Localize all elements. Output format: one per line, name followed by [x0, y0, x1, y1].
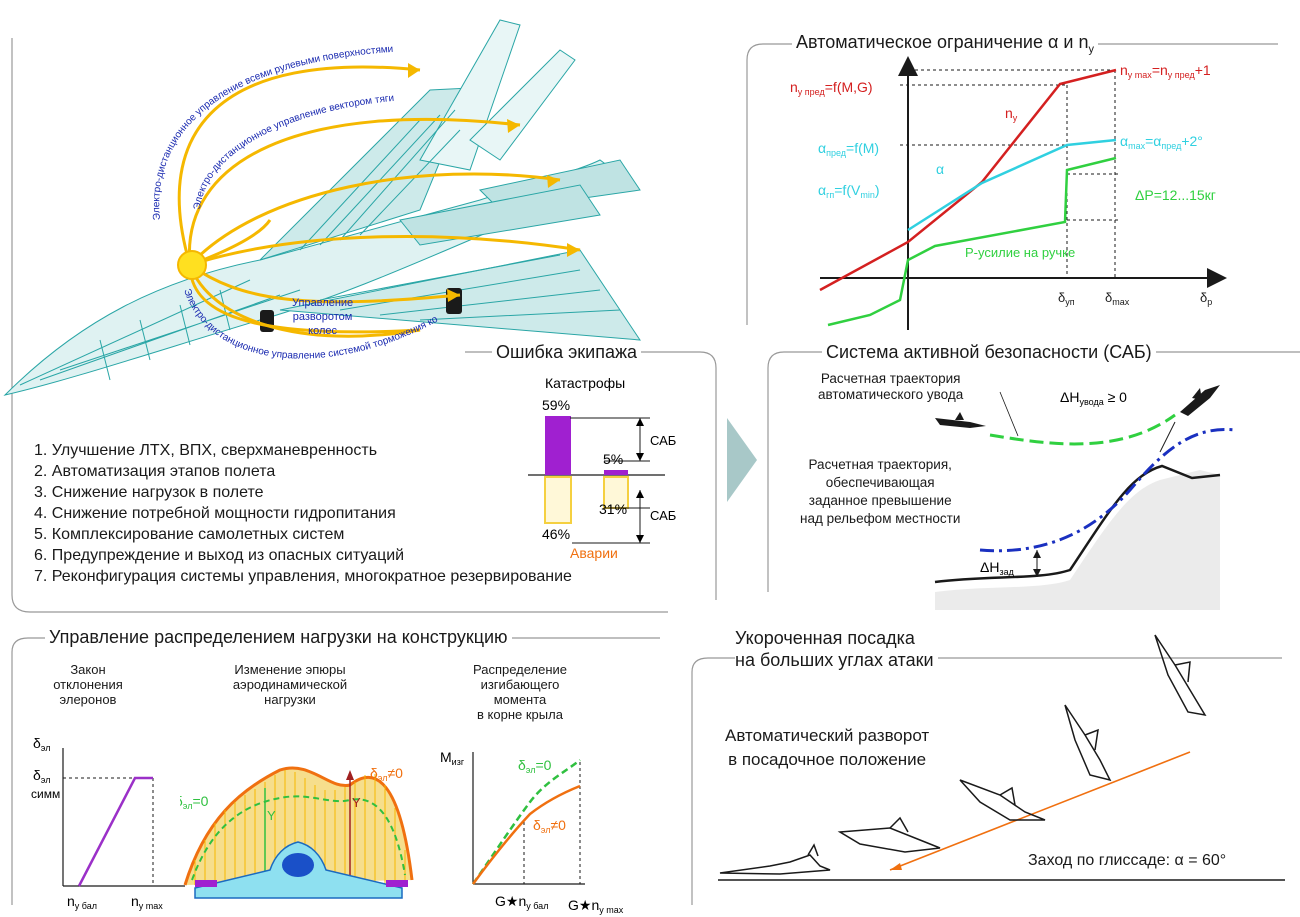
alpha-pred-label: αпред=f(M) [818, 140, 879, 158]
moment-zero-label: δэл=0 [518, 757, 552, 775]
aircraft-landed-icon [719, 843, 831, 875]
feature-item: 6. Предупреждение и выход из опасных сит… [34, 547, 405, 564]
auto-turn-label: Автоматический разворот в посадочное пол… [725, 726, 930, 769]
sab-label-bottom: САБ [650, 508, 676, 523]
d-el-nonzero-label: δэл≠0 [370, 765, 403, 783]
landing-title: Укороченная посадка на больших углах ата… [735, 627, 938, 671]
aircraft-approach-2-icon [959, 779, 1046, 821]
feature-item: 5. Комплексирование самолетных систем [34, 526, 345, 543]
crew-error-value-4: 31% [599, 501, 627, 517]
accident-bar-1 [544, 476, 572, 524]
delta-p-label: ΔP=12...15кг [1135, 187, 1216, 203]
arrow-right-icon [727, 418, 757, 502]
ny-bal-label: ny бал [67, 893, 97, 911]
x-tick-up: δуп [1058, 290, 1075, 307]
d-el-axis-label: δэл [33, 735, 50, 753]
terrain-trajectory-label: Расчетная траектория, обеспечивающая зад… [800, 457, 961, 526]
alpha-curve-label: α [936, 161, 944, 177]
catastrophe-bar-2 [604, 470, 628, 475]
glide-slope-line [889, 751, 1191, 871]
load-title: Управление распределением нагрузки на ко… [45, 627, 512, 648]
d-el-zero-label: δэл=0 [180, 793, 209, 811]
aircraft-approach-3-icon [1064, 704, 1112, 782]
moment-zero-curve [471, 759, 581, 885]
wheel-steering-label: Управление разворотом колес [292, 297, 354, 337]
escape-aircraft-icon [935, 412, 986, 428]
p-effort-curve [827, 156, 1117, 327]
feature-item: 4. Снижение потребной мощности гидропита… [34, 505, 396, 522]
escape-trajectory [989, 413, 1176, 446]
escape-trajectory-label: Расчетная траектория автоматического уво… [818, 371, 964, 402]
sab-diagram: ΔHувода ≥ 0 ΔHзад [934, 385, 1236, 610]
ny-max-label: ny max=ny пред+1 [1120, 62, 1211, 80]
auto-limit-title: Автоматическое ограничение α и ny [792, 32, 1098, 56]
crew-error-value-1: 59% [542, 397, 570, 413]
x-tick-max: δmax [1105, 290, 1130, 307]
crew-error-title: Ошибка экипажа [492, 342, 642, 363]
p-effort-label: Р-усилие на ручке [965, 245, 1075, 260]
g-bal-label: G★ny бал [495, 893, 548, 911]
aileron-law-line [77, 776, 153, 887]
y-force-red: Y [352, 795, 361, 810]
aircraft-illustration: Электро-дистанционное управление всеми р… [0, 10, 641, 396]
feature-item: 1. Улучшение ЛТХ, ВПХ, сверхманевренност… [34, 442, 378, 459]
dh-escape-label: ΔHувода ≥ 0 [1060, 389, 1127, 407]
y-force-green: Y [267, 808, 276, 823]
dh-set-label: ΔHзад [980, 559, 1015, 577]
feature-item: 3. Снижение нагрузок в полете [34, 484, 264, 501]
x-axis-label: δр [1200, 290, 1212, 307]
ny-max-label: ny max [131, 893, 163, 911]
glide-label: Заход по глиссаде: α = 60° [1028, 852, 1227, 869]
moment-nonzero-label: δэл≠0 [533, 817, 566, 835]
crew-error-value-3: 46% [542, 526, 570, 542]
terrain-following-trajectory [979, 427, 1236, 553]
feature-list: 1. Улучшение ЛТХ, ВПХ, сверхманевренност… [34, 440, 572, 587]
bending-moment-chart: Mизг δэл=0 δэл≠0 G★ny бал G★ny max [440, 749, 624, 915]
alpha-curve [907, 138, 1117, 232]
symm-label: симм [31, 787, 60, 801]
control-hub-icon [177, 250, 207, 280]
feature-item: 2. Автоматизация этапов полета [34, 463, 276, 480]
accident-bar-2 [603, 476, 629, 509]
alpha-max-label: αmax=αпред+2° [1120, 133, 1203, 151]
sab-label-top: САБ [650, 433, 676, 448]
moment-nonzero-curve [471, 784, 581, 885]
g-max-label: G★ny max [568, 897, 624, 915]
sab-title: Система активной безопасности (САБ) [822, 342, 1156, 363]
landing-diagram [718, 634, 1285, 881]
m-izg-label: Mизг [440, 749, 465, 767]
catastrophe-label: Катастрофы [545, 375, 625, 391]
ny-pred-label: ny пред=f(M,G) [790, 79, 873, 97]
catastrophe-bar-1 [545, 416, 571, 475]
aircraft-approach-1-icon [837, 816, 941, 853]
crew-error-chart: Катастрофы САБ САБ 59% 5% 46% 31% Аварии [528, 375, 676, 561]
accident-label: Аварии [570, 545, 618, 561]
feature-item: 7. Реконфигурация системы управления, мн… [34, 568, 572, 585]
ny-curve-label: ny [1005, 105, 1018, 123]
aircraft-approach-4-icon [1154, 634, 1207, 717]
auto-limit-chart: ny пред=f(M,G) ny max=ny пред+1 ny αпред… [790, 56, 1227, 330]
d-el-symm-label: δэл [33, 767, 50, 785]
alpha-gp-label: αгп=f(Vmin) [818, 182, 880, 200]
load-diagram: δэл=0 δэл≠0 Y Y [180, 765, 414, 899]
crew-error-value-2: 5% [603, 451, 623, 467]
escaped-aircraft-icon [1180, 385, 1220, 416]
aileron-law-chart: δэл δэл симм ny бал ny max [31, 735, 185, 911]
